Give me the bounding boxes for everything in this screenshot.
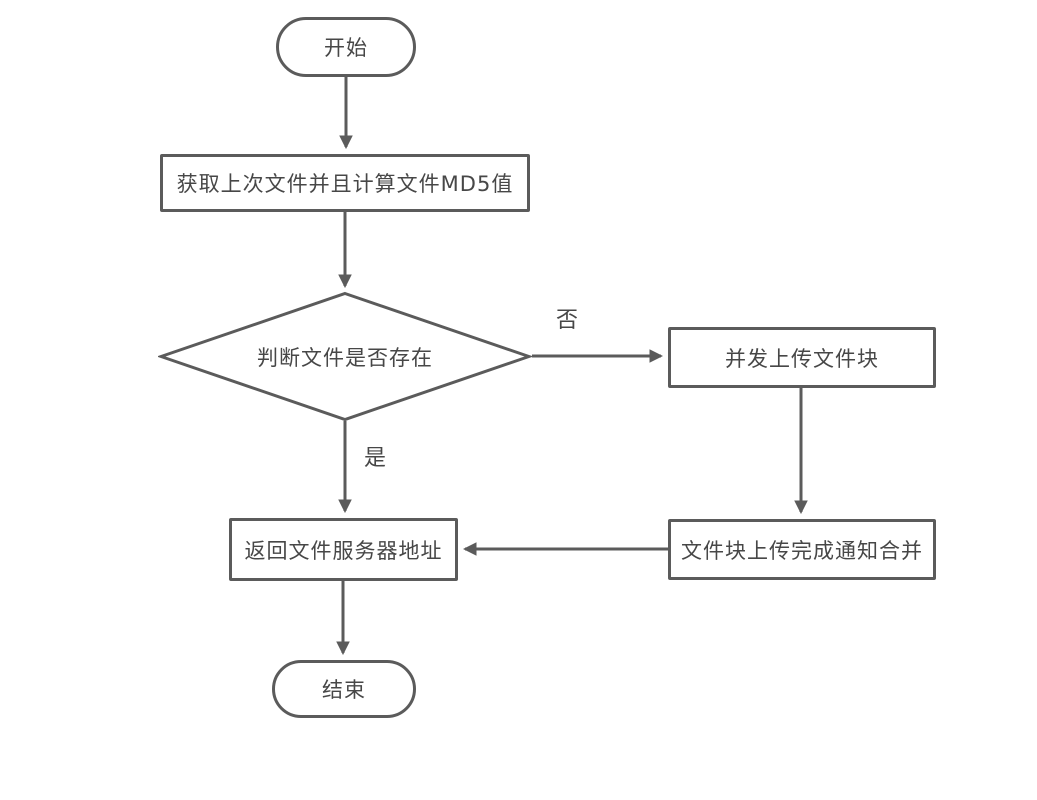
edge-label-yes: 是 (362, 440, 389, 472)
node-get-file-md5-label: 获取上次文件并且计算文件MD5值 (176, 172, 514, 196)
node-return-server-address: 返回文件服务器地址 (229, 518, 458, 581)
node-concurrent-upload-chunks-label: 并发上传文件块 (725, 346, 879, 371)
edge-label-no: 否 (554, 302, 581, 334)
decision-diamond-shape (158, 291, 532, 422)
node-chunks-done-notify-merge: 文件块上传完成通知合并 (668, 519, 936, 580)
node-start: 开始 (276, 17, 416, 77)
node-get-file-md5: 获取上次文件并且计算文件MD5值 (160, 154, 530, 212)
node-chunks-done-notify-merge-label: 文件块上传完成通知合并 (681, 538, 923, 563)
node-check-file-exists: 判断文件是否存在 (158, 291, 532, 422)
node-return-server-address-label: 返回文件服务器地址 (244, 538, 443, 563)
node-start-label: 开始 (324, 36, 368, 60)
node-end-label: 结束 (322, 678, 366, 702)
node-check-file-exists-label: 判断文件是否存在 (257, 345, 433, 370)
node-concurrent-upload-chunks: 并发上传文件块 (668, 327, 936, 388)
node-end: 结束 (272, 660, 416, 718)
